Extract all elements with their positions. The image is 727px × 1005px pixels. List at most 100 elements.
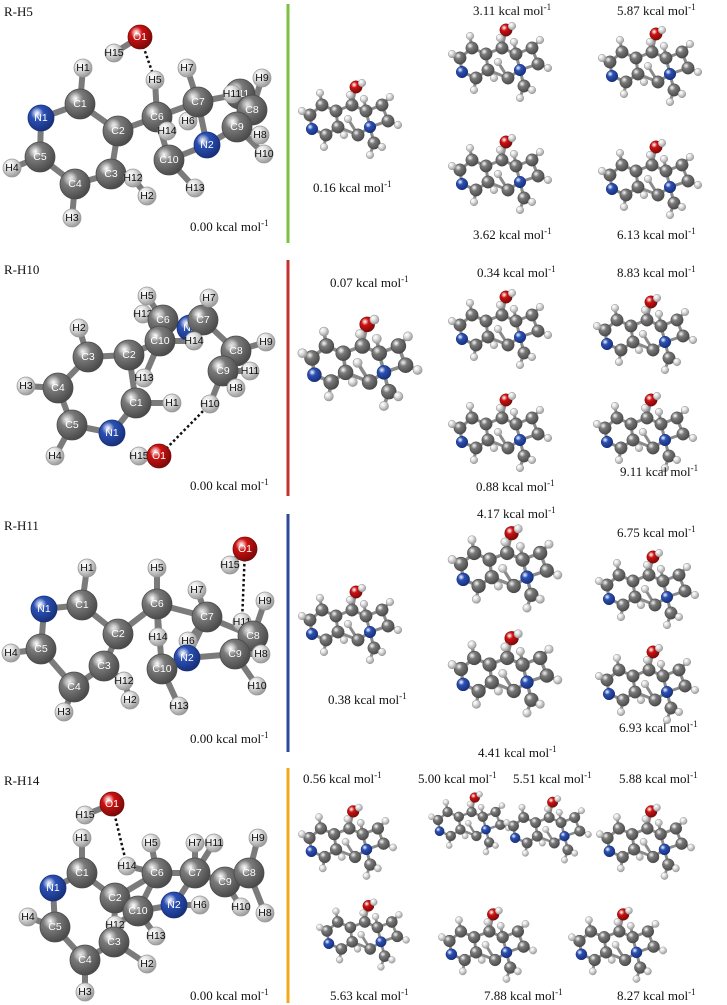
atom-label: C10 [150,335,169,347]
atom [371,921,384,934]
atom [513,175,527,189]
atom [640,679,650,689]
atom [639,190,649,200]
atom-n2 [160,891,188,919]
atom [331,916,344,928]
atom [616,612,626,622]
atom-label: H2 [140,190,154,202]
atom [514,967,522,976]
atom [612,663,626,677]
atom [481,63,495,77]
atom [385,597,395,607]
atom-h10 [247,676,267,696]
atom [603,845,616,858]
atom [503,819,511,827]
atom-label: O1 [105,798,119,810]
atom [501,71,515,85]
atom [363,120,377,134]
atom [679,817,688,825]
atom [447,316,457,326]
atom [351,633,365,647]
atom [442,799,450,806]
atom [377,142,387,152]
atom-label: C9 [228,648,242,660]
atom-label: C1 [73,98,87,110]
atom [493,581,503,591]
atom [603,55,617,69]
atom-c8 [233,857,265,889]
atom-label: H11 [205,837,224,849]
atom [471,830,482,842]
atom [656,574,670,588]
atom-label: H7 [190,584,204,596]
atom [466,806,477,818]
conformer-thumb [503,795,592,864]
atom [667,196,681,210]
atom [297,611,307,621]
atom-n1 [39,874,67,902]
atom [660,463,670,473]
conformer-energy-label: 0.16 kcal mol-1 [313,179,392,195]
atom-label: H3 [19,380,33,392]
atom [343,822,356,835]
atom [652,391,662,401]
atom [428,813,435,821]
atom [453,556,469,572]
atom [627,843,641,856]
atom [513,330,527,344]
atom [535,594,545,604]
atom [390,338,407,354]
atom [544,644,554,654]
atom-c10 [146,653,178,685]
atom [529,946,537,955]
atom [664,701,678,715]
atom-h7 [185,833,205,853]
atom [518,812,530,823]
atom [602,687,616,701]
atom [575,948,588,961]
section-title: R-H11 [4,518,39,533]
atom [375,603,389,617]
atom [438,933,446,942]
atom [513,433,527,447]
atom [553,570,563,580]
atom [318,338,335,354]
atom [539,563,554,578]
atom [321,925,333,937]
atom [495,906,503,915]
atom [640,411,654,425]
atom [616,693,630,707]
atom-label: C5 [33,151,47,163]
atom [385,916,398,928]
atom [455,332,469,346]
atom-h12 [114,671,134,691]
atom [356,828,369,841]
atom [531,830,543,842]
atom [328,828,341,841]
atom [618,953,632,967]
atom [636,695,646,705]
atom-h6 [190,895,210,915]
atom [520,570,534,584]
atom [555,817,567,829]
conformer-thumb [297,583,403,665]
atom [669,822,683,835]
atom [329,104,343,118]
atom [365,655,375,665]
conformer-energy-label: 5.51 kcal mol-1 [513,770,592,786]
atom-label: C5 [65,419,79,431]
atom-c2 [102,115,134,147]
atom [513,524,523,534]
atom [337,364,354,381]
atom [662,858,675,871]
atom [660,685,674,699]
atom-c3 [98,926,130,958]
atom [515,657,530,672]
atom [319,128,333,142]
atom-c6 [141,857,173,889]
atom [644,967,652,976]
conformer-thumb [597,138,703,220]
atom [533,545,548,561]
atom [610,401,620,411]
atom [445,842,453,849]
